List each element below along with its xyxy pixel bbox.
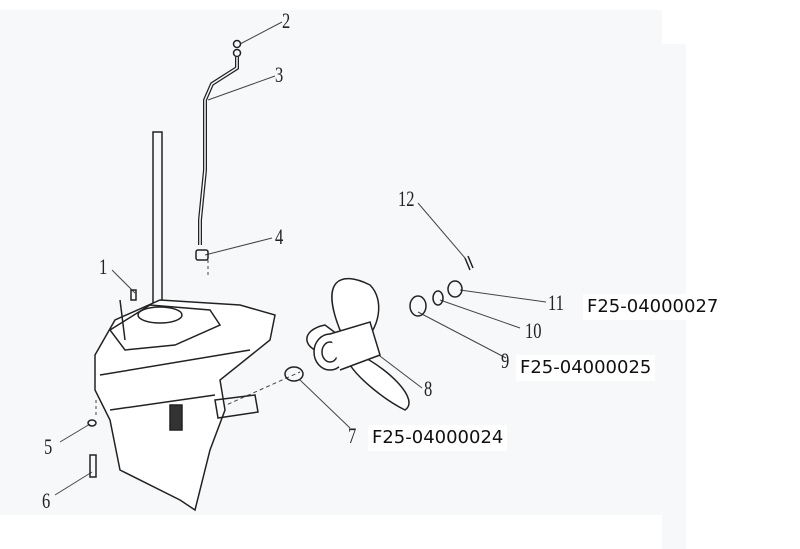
callout-5: 5 [44,434,53,459]
nut-11 [447,280,463,298]
callout-9: 9 [501,348,510,373]
pin-1 [130,289,137,301]
diagram-background [0,10,662,515]
washer-2 [232,39,242,49]
washer-10 [432,290,444,306]
spacer-9 [409,295,427,317]
cotter-pin-12 [464,255,474,271]
callout-4: 4 [275,224,284,249]
callout-12: 12 [398,186,415,211]
thrust-washer-7 [284,366,304,382]
callout-11: 11 [548,290,564,315]
callout-7: 7 [348,423,357,448]
part-code-item-7: F25-04000024 [368,425,508,451]
grommet-4 [195,249,209,261]
propeller-8 [306,277,410,411]
leader-lines [54,21,547,496]
callout-6: 6 [42,488,51,513]
callout-3: 3 [275,62,284,87]
callout-10: 10 [525,318,542,343]
callout-1: 1 [99,254,108,279]
callout-2: 2 [282,8,291,33]
washer-5 [87,419,97,427]
bolt-6 [89,454,97,478]
part-code-item-11: F25-04000027 [583,294,723,320]
callout-8: 8 [424,376,433,401]
part-code-item-9: F25-04000025 [516,355,656,381]
